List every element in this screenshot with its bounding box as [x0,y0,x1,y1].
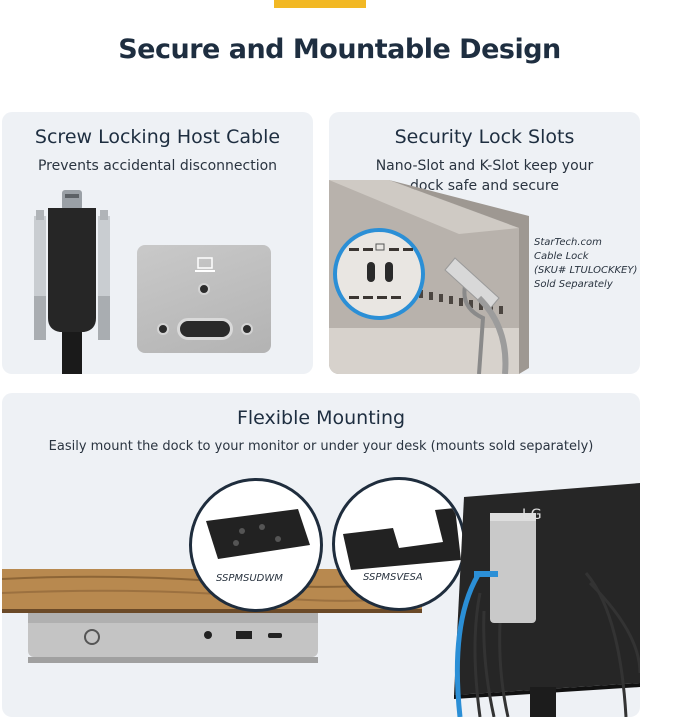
security-lock-panel: Security Lock Slots Nano-Slot and K-Slot… [329,112,640,374]
flexible-mounting-panel: Flexible Mounting Easily mount the dock … [2,393,640,717]
mount-panel-title: Flexible Mounting [236,407,406,429]
laptop-icon [195,257,215,272]
screw-panel-subtitle: Prevents accidental disconnection [37,158,278,174]
screw-hole-left [157,323,169,335]
top-accent-bar [274,0,366,8]
lock-panel-subtitle-line2: dock safe and secure [410,178,559,194]
under-desk-mount-bubble: SSPMSUDWM [189,478,323,612]
screw-panel-title: Screw Locking Host Cable [34,126,281,148]
vesa-mount-image [343,508,461,570]
monitor-with-dock-image [454,483,640,717]
dock-security-slot-image [329,180,529,374]
cable-lock-note: StarTech.com Cable Lock (SKU# LTULOCKKEY… [534,236,640,292]
lock-panel-subtitle-line1: Nano-Slot and K-Slot keep your [375,158,594,174]
lock-panel-title: Security Lock Slots [394,126,575,148]
screw-locking-panel: Screw Locking Host Cable Prevents accide… [2,112,313,374]
usb-c-screw-cable-image [34,190,110,374]
mount2-sku-label: SSPMSVESA [363,572,423,583]
screw-hole-right [241,323,253,335]
vesa-mount-bubble: SSPMSVESA [332,477,466,611]
cable-lock-note-line3: (SKU# LTULOCKKEY) [534,265,638,276]
usb-c-port [177,318,233,340]
cable-lock-note-line1: StarTech.com [534,237,602,248]
mount1-sku-label: SSPMSUDWM [216,573,283,584]
usb-c-port-closeup [137,245,271,353]
screw-hole-top [198,283,210,295]
cable-lock-note-line2: Cable Lock [534,251,589,262]
under-desk-mount-image [206,509,310,559]
cable-lock-note-line4: Sold Separately [534,279,613,290]
monitor-brand-logo: LG [522,507,543,523]
mount-panel-subtitle: Easily mount the dock to your monitor or… [48,439,594,454]
page-title: Secure and Mountable Design [118,34,561,65]
